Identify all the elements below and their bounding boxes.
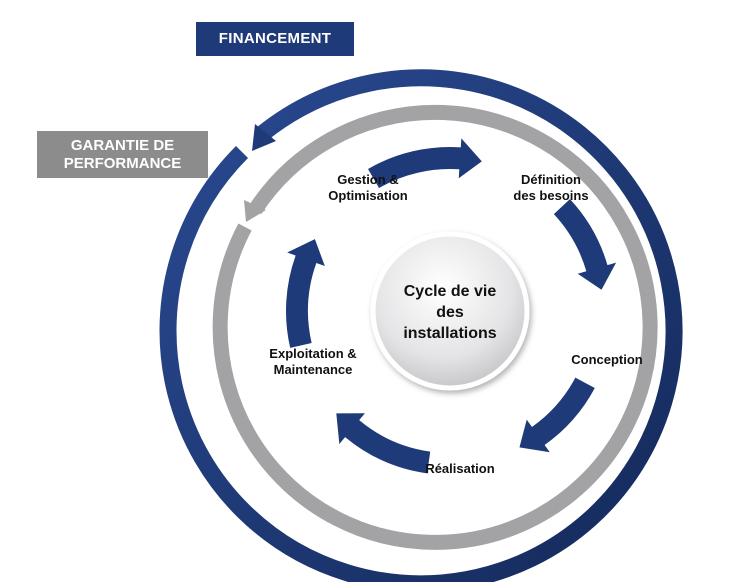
step-construction: Réalisation bbox=[415, 461, 505, 477]
step-needs-definition: Définition des besoins bbox=[507, 172, 595, 205]
center-title: Cycle de vie des installations bbox=[370, 282, 530, 344]
arrow-to-design bbox=[553, 199, 617, 290]
arrow-to-needs-definition bbox=[368, 138, 482, 189]
step-operation-maintenance-line2: Maintenance bbox=[273, 362, 353, 378]
step-design: Conception bbox=[562, 352, 652, 368]
step-needs-definition-line1: Définition bbox=[521, 172, 581, 187]
arrow-to-optimization bbox=[285, 239, 325, 348]
step-design-line1: Conception bbox=[571, 352, 643, 367]
step-construction-line1: Réalisation bbox=[425, 461, 495, 476]
center-title-line2: des bbox=[436, 303, 464, 321]
performance-ring-arrowhead bbox=[244, 200, 266, 222]
step-needs-definition-line2: des besoins bbox=[513, 188, 589, 204]
performance-guarantee-label: GARANTIE DE PERFORMANCE bbox=[37, 131, 208, 178]
arrow-to-construction bbox=[519, 377, 595, 453]
financing-ring bbox=[159, 69, 683, 582]
performance-guarantee-line2: PERFORMANCE bbox=[63, 154, 182, 172]
step-operation-maintenance-line1: Exploitation & bbox=[269, 346, 357, 361]
step-management-optimization: Gestion & Optimisation bbox=[318, 172, 418, 205]
performance-guarantee-line1: GARANTIE DE bbox=[70, 137, 175, 155]
center-title-line3: installations bbox=[403, 324, 497, 342]
center-circle bbox=[370, 231, 530, 391]
center-title-line1: Cycle de vie bbox=[403, 283, 497, 300]
performance-ring bbox=[212, 104, 658, 550]
cycle-arrows bbox=[285, 138, 617, 474]
financing-label: FINANCEMENT bbox=[196, 22, 354, 56]
arrow-to-operation bbox=[336, 413, 431, 474]
step-management-optimization-line2: Optimisation bbox=[328, 188, 408, 204]
step-operation-maintenance: Exploitation & Maintenance bbox=[258, 346, 368, 379]
step-management-optimization-line1: Gestion & bbox=[337, 172, 399, 187]
financing-ring-arrowhead bbox=[252, 124, 276, 151]
